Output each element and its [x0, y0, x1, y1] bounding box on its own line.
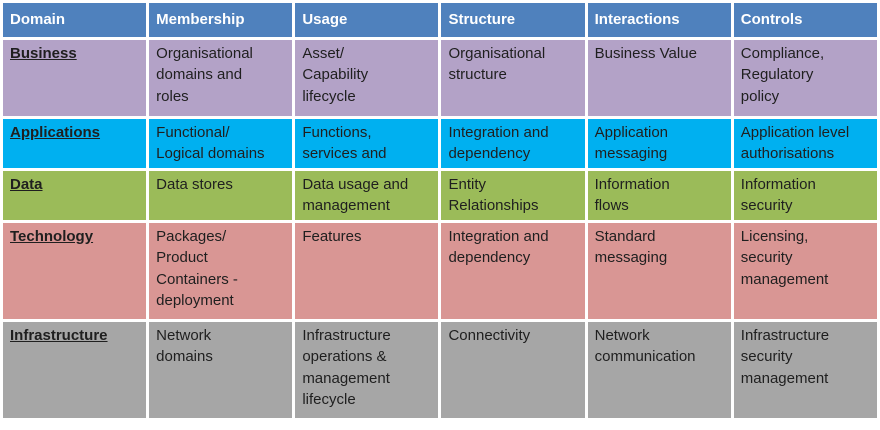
business-controls-cell: Compliance, Regulatory policy: [733, 40, 877, 116]
applications-usage-cell: Functions, services and: [295, 119, 439, 168]
technology-membership-cell: Packages/ Product Containers - deploymen…: [149, 223, 293, 319]
header-row: Domain Membership Usage Structure Intera…: [3, 3, 877, 37]
header-interactions: Interactions: [587, 3, 731, 37]
data-domain-cell: Data: [3, 171, 147, 220]
technology-domain-cell: Technology: [3, 223, 147, 319]
technology-structure-cell: Integration and dependency: [441, 223, 585, 319]
applications-structure-cell: Integration and dependency: [441, 119, 585, 168]
infrastructure-interactions-cell: Network communication: [587, 322, 731, 418]
row-applications: Applications Functional/ Logical domains…: [3, 119, 877, 168]
data-membership-cell: Data stores: [149, 171, 293, 220]
data-controls-cell: Information security: [733, 171, 877, 220]
business-structure-cell: Organisational structure: [441, 40, 585, 116]
data-structure-cell: Entity Relationships: [441, 171, 585, 220]
infrastructure-structure-cell: Connectivity: [441, 322, 585, 418]
row-data: Data Data stores Data usage and manageme…: [3, 171, 877, 220]
business-interactions-cell: Business Value: [587, 40, 731, 116]
technology-interactions-cell: Standard messaging: [587, 223, 731, 319]
data-interactions-cell: Information flows: [587, 171, 731, 220]
infrastructure-domain-cell: Infrastructure: [3, 322, 147, 418]
applications-domain-cell: Applications: [3, 119, 147, 168]
infrastructure-usage-cell: Infrastructure operations & management l…: [295, 322, 439, 418]
technology-usage-cell: Features: [295, 223, 439, 319]
applications-controls-cell: Application level authorisations: [733, 119, 877, 168]
row-business: Business Organisational domains and role…: [3, 40, 877, 116]
technology-controls-cell: Licensing, security management: [733, 223, 877, 319]
data-usage-cell: Data usage and management: [295, 171, 439, 220]
business-domain-cell: Business: [3, 40, 147, 116]
header-controls: Controls: [733, 3, 877, 37]
applications-membership-cell: Functional/ Logical domains: [149, 119, 293, 168]
infrastructure-membership-cell: Network domains: [149, 322, 293, 418]
header-domain: Domain: [3, 3, 147, 37]
domains-table: Domain Membership Usage Structure Intera…: [3, 3, 877, 418]
row-technology: Technology Packages/ Product Containers …: [3, 223, 877, 319]
row-infrastructure: Infrastructure Network domains Infrastru…: [3, 322, 877, 418]
applications-interactions-cell: Application messaging: [587, 119, 731, 168]
business-membership-cell: Organisational domains and roles: [149, 40, 293, 116]
header-membership: Membership: [149, 3, 293, 37]
infrastructure-controls-cell: Infrastructure security management: [733, 322, 877, 418]
business-usage-cell: Asset/ Capability lifecycle: [295, 40, 439, 116]
header-usage: Usage: [295, 3, 439, 37]
header-structure: Structure: [441, 3, 585, 37]
